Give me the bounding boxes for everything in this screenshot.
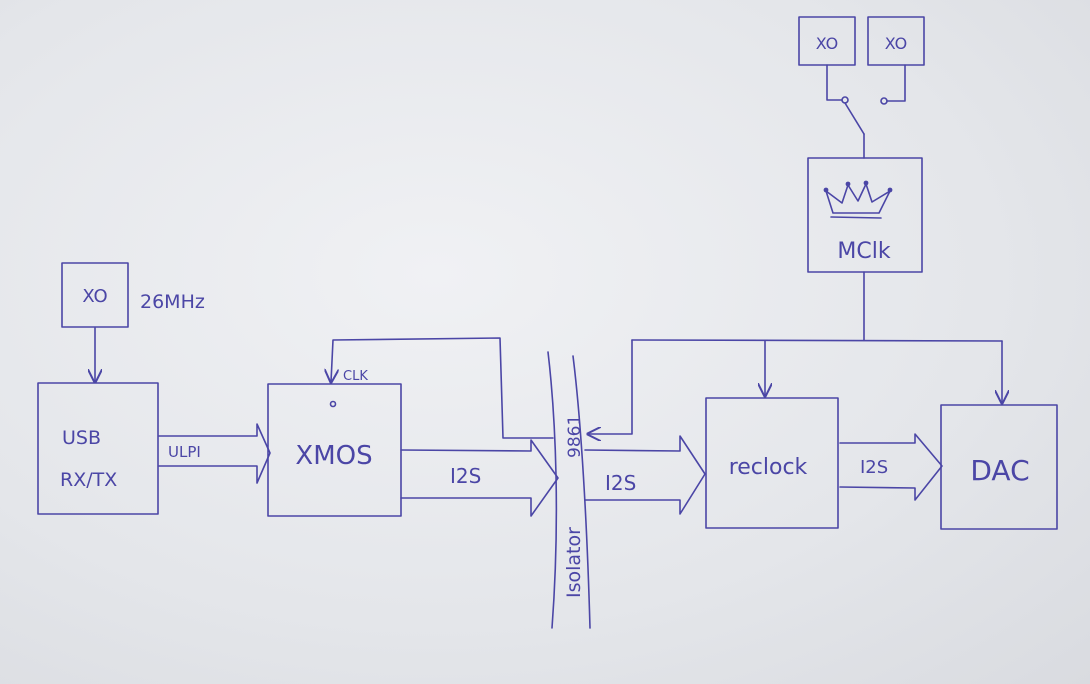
oscillator-selector-switch: [826, 64, 906, 159]
i2s-bus-arrow-1: [400, 439, 559, 517]
mclk-block: MClk: [807, 157, 923, 273]
clk-feedback-line: [331, 337, 554, 439]
xmos-block: XMOS CLK: [267, 369, 402, 517]
xo-usb-box: [61, 262, 129, 328]
xo-top-right-box: [867, 16, 925, 66]
reclock-block: reclock: [705, 397, 839, 529]
xo-usb-block: XO: [61, 262, 129, 328]
dac-label: DAC: [970, 454, 1029, 487]
i2s-label-3: I2S: [860, 457, 888, 478]
dac-block: DAC: [940, 404, 1058, 530]
clk-label: CLK: [343, 369, 368, 384]
usb-rxtx-label: RX/TX: [60, 469, 117, 491]
isolator-part-label: 9861: [565, 415, 585, 458]
mclk-to-isolator-arrow: [588, 339, 633, 434]
i2s-label-1: I2S: [450, 464, 481, 488]
i2s-bus-arrow-3: [839, 433, 943, 501]
xo-usb-label: XO: [82, 286, 107, 307]
xo-top-left-label: XO: [816, 34, 839, 53]
isolator-block: Isolator 9861: [547, 351, 591, 629]
usb-box: [37, 382, 159, 515]
mclk-box: [807, 157, 923, 273]
isolator-right-line: [572, 355, 591, 629]
isolator-left-line: [547, 351, 558, 629]
crown-icon: [823, 180, 893, 219]
ulpi-label: ULPI: [168, 443, 201, 461]
i2s-bus-arrow-2: [584, 435, 706, 515]
xmos-label: XMOS: [295, 441, 372, 471]
isolator-label: Isolator: [563, 527, 585, 598]
xo-top-left-block: XO: [798, 16, 856, 66]
xo-top-right-label: XO: [885, 34, 908, 53]
i2s-label-2: I2S: [605, 471, 636, 495]
mclk-label: MClk: [837, 239, 890, 264]
clk-pin-dot: [329, 400, 337, 408]
reclock-label: reclock: [729, 455, 808, 480]
usb-block: USB RX/TX: [37, 382, 159, 515]
usb-label: USB: [62, 427, 101, 449]
xo-usb-frequency: 26MHz: [140, 291, 205, 313]
dac-box: [940, 404, 1058, 530]
reclock-box: [705, 397, 839, 529]
xo-top-right-block: XO: [867, 16, 925, 66]
mclk-distribution: [588, 271, 1002, 434]
ulpi-bus-arrow: [158, 423, 271, 484]
